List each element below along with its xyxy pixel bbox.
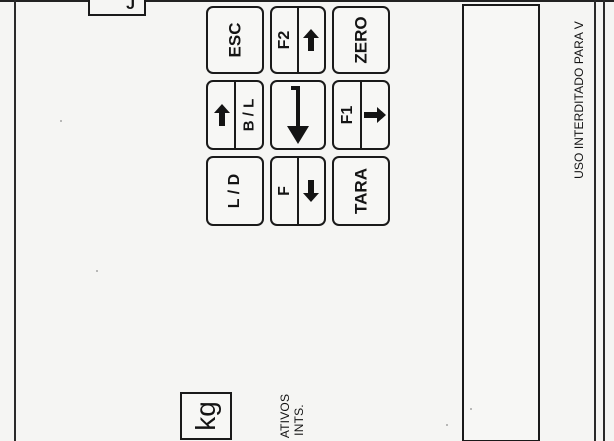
arrow-left-icon bbox=[213, 104, 230, 126]
f2-key-label: F2 bbox=[276, 30, 293, 50]
bl-key-text-half: B / L bbox=[235, 82, 262, 148]
esc-key-label: ESC bbox=[225, 22, 245, 58]
weight-display-panel bbox=[462, 4, 540, 441]
zero-key[interactable]: ZERO bbox=[332, 6, 390, 74]
enter-arrow-icon bbox=[287, 86, 309, 144]
side-text-line2-wrap: INTS. bbox=[290, 398, 308, 441]
f1-key-text-half: F1 bbox=[334, 82, 361, 148]
arrow-right-icon bbox=[363, 107, 386, 123]
ld-key-label: L / D bbox=[226, 173, 243, 209]
tara-key[interactable]: TARA bbox=[332, 156, 390, 226]
bl-key-icon-half bbox=[208, 82, 235, 148]
f1-key-label: F1 bbox=[338, 105, 356, 125]
right-border bbox=[594, 0, 596, 441]
warning-text-wrap: USO INTERDITADO PARA V bbox=[572, 10, 586, 190]
top-border bbox=[0, 0, 614, 2]
warning-text: USO INTERDITADO PARA V bbox=[572, 21, 586, 179]
side-text-line2: INTS. bbox=[292, 404, 306, 436]
unit-label: kg bbox=[190, 401, 221, 431]
f2-key-text-half: F2 bbox=[272, 8, 298, 72]
f-key-label: F bbox=[276, 186, 293, 196]
scan-speck bbox=[96, 270, 98, 272]
scan-speck bbox=[60, 120, 62, 122]
zero-key-label: ZERO bbox=[351, 16, 371, 64]
esc-key[interactable]: ESC bbox=[206, 6, 264, 74]
ld-key[interactable]: L / D bbox=[206, 156, 264, 226]
f1-right-key[interactable]: F1 bbox=[332, 80, 390, 150]
scan-speck bbox=[446, 424, 448, 426]
arrow-up-icon bbox=[303, 29, 319, 51]
outer-right-border bbox=[603, 0, 605, 441]
tara-key-label: TARA bbox=[351, 168, 371, 214]
arrow-down-icon bbox=[303, 180, 319, 202]
f1-key-divider bbox=[360, 82, 362, 148]
top-tab-glyph: J bbox=[126, 0, 135, 13]
scan-speck bbox=[470, 408, 472, 410]
f-key-text-half: F bbox=[272, 158, 298, 224]
bl-left-key[interactable]: B / L bbox=[206, 80, 264, 150]
f-key-icon-half bbox=[298, 158, 324, 224]
f2-up-key[interactable]: F2 bbox=[270, 6, 326, 74]
f-down-key[interactable]: F bbox=[270, 156, 326, 226]
f-key-divider bbox=[297, 158, 299, 224]
top-tab: J bbox=[88, 0, 146, 16]
bl-key-divider bbox=[234, 82, 236, 148]
left-border bbox=[14, 0, 16, 441]
f2-key-divider bbox=[297, 8, 299, 72]
f1-key-icon-half bbox=[361, 82, 388, 148]
bl-key-label: B / L bbox=[240, 98, 257, 132]
enter-key[interactable] bbox=[270, 80, 326, 150]
f2-key-icon-half bbox=[298, 8, 324, 72]
unit-indicator-box: kg bbox=[180, 392, 232, 440]
